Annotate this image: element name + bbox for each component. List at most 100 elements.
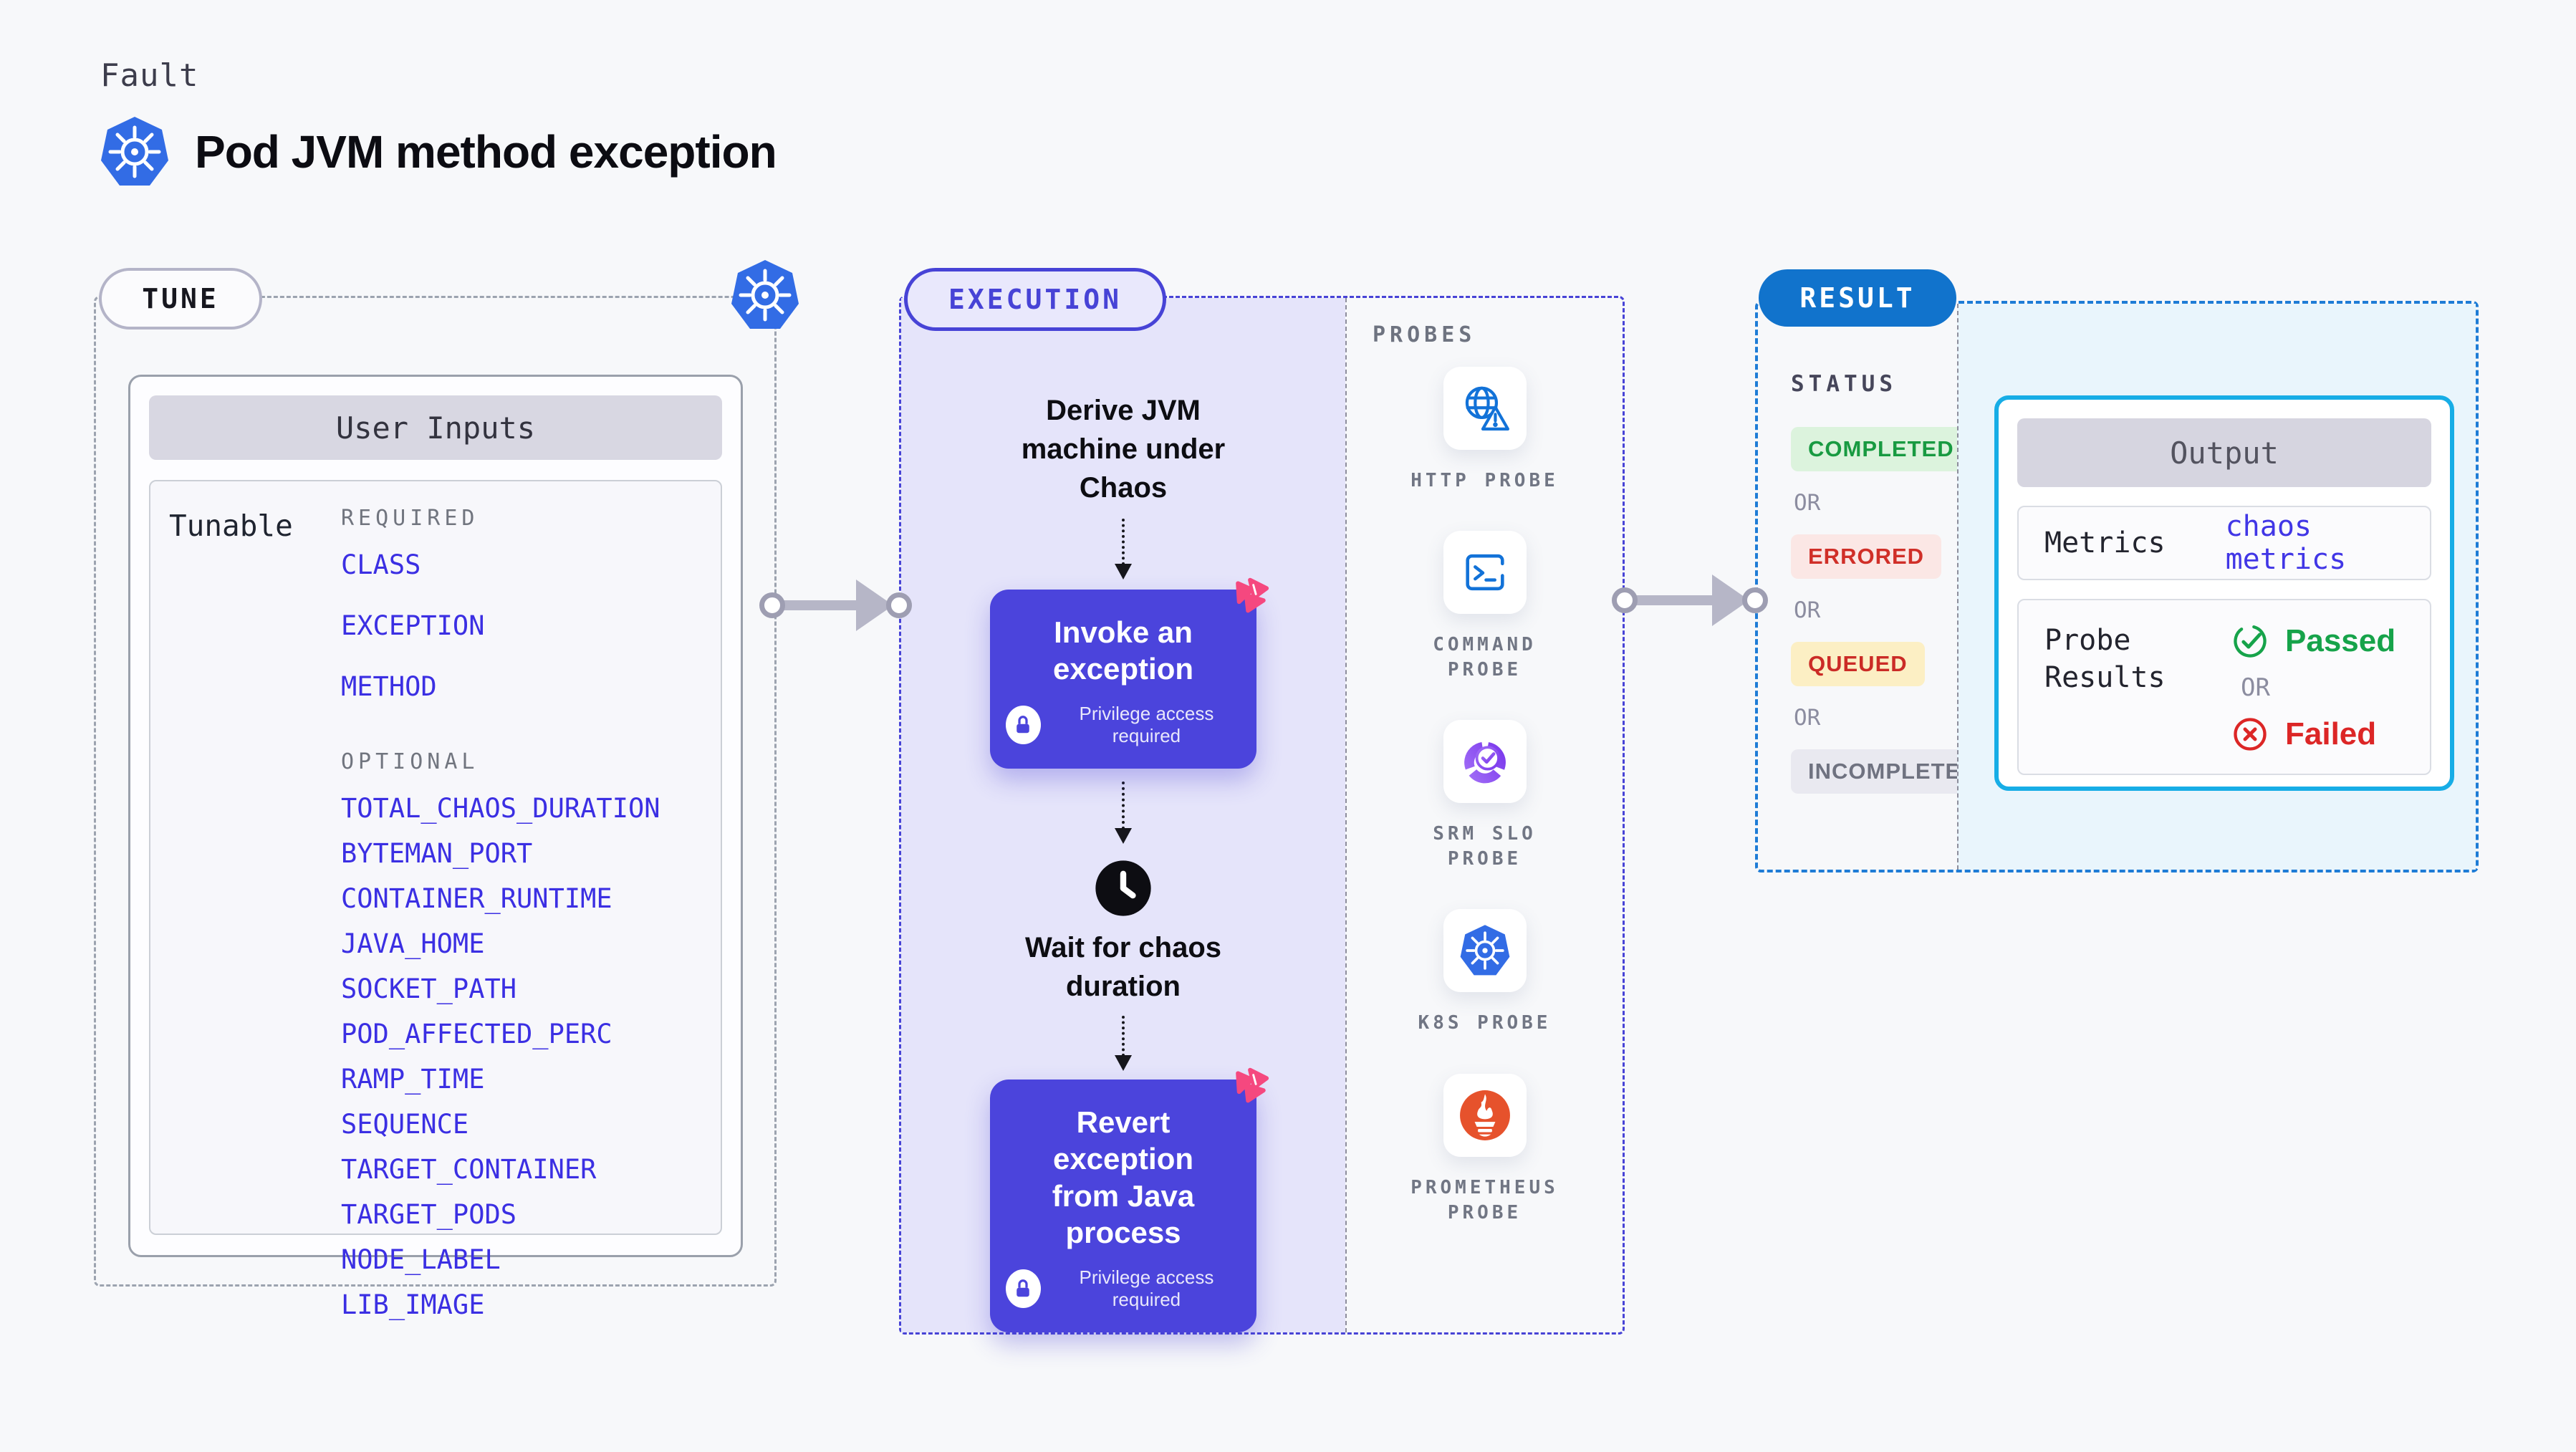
dotted-connector xyxy=(1122,1015,1125,1057)
lock-icon xyxy=(1006,1269,1041,1308)
probes-label: PROBES xyxy=(1373,322,1476,347)
tunable-item: RAMP_TIME xyxy=(341,1064,485,1095)
probes-column: PROBES HTTP PROBE xyxy=(1345,298,1623,1332)
tunable-item: CONTAINER_RUNTIME xyxy=(341,883,612,914)
tunable-item: BYTEMAN_PORT xyxy=(341,838,533,869)
status-badge-queued: QUEUED xyxy=(1791,642,1925,686)
probe-label: SRM SLO PROBE xyxy=(1433,823,1537,870)
probe-item: SRM SLO PROBE xyxy=(1392,720,1578,872)
globe-alert-icon xyxy=(1443,367,1527,450)
dotted-arrow-head xyxy=(1115,1055,1132,1072)
wait-step-text: Wait for chaos duration xyxy=(1024,931,1222,1002)
litmus-chaos-icon xyxy=(1236,1067,1269,1103)
derive-step-text: Derive JVM machine under Chaos xyxy=(1021,395,1226,504)
or-separator: OR xyxy=(2241,673,2270,702)
probe-item: PROMETHEUS PROBE xyxy=(1392,1073,1578,1226)
tunable-item: JAVA_HOME xyxy=(341,928,485,959)
or-separator: OR xyxy=(1794,490,1821,516)
failed-text: Failed xyxy=(2285,716,2377,751)
connector-port xyxy=(759,592,785,618)
probe-item: HTTP PROBE xyxy=(1392,367,1578,494)
tune-badge: TUNE xyxy=(99,268,262,330)
prometheus-flame-icon xyxy=(1443,1073,1527,1157)
tunable-item: NODE_LABEL xyxy=(341,1244,501,1275)
check-circle-icon xyxy=(2234,625,2267,658)
invoke-exception-title: Invoke an exception xyxy=(1052,615,1194,686)
tunable-item: TOTAL_CHAOS_DURATION xyxy=(341,793,660,824)
probe-results-row: Probe Results Passed OR xyxy=(2017,599,2431,775)
or-separator: OR xyxy=(1794,705,1821,731)
execution-badge: EXECUTION xyxy=(904,268,1166,331)
failed-line: Failed xyxy=(2231,715,2395,754)
kubernetes-icon xyxy=(731,260,799,329)
status-badge-wrap: COMPLETED xyxy=(1791,427,1971,471)
fault-eyebrow: Fault xyxy=(100,57,199,94)
execution-section-box: Derive JVM machine under Chaos Invoke an… xyxy=(899,296,1625,1335)
privilege-note-text: Privilege access required xyxy=(1079,703,1214,747)
probe-item: COMMAND PROBE xyxy=(1392,531,1578,683)
tunable-item: CLASS xyxy=(341,549,421,580)
metrics-value: chaos metrics xyxy=(2225,510,2347,576)
passed-line: Passed xyxy=(2231,622,2395,660)
user-inputs-body: Tunable REQUIRED CLASS EXCEPTION METHOD … xyxy=(149,480,722,1320)
kubernetes-icon xyxy=(1443,909,1527,993)
status-badge-completed: COMPLETED xyxy=(1791,427,1971,471)
probe-results-values: Passed OR Failed xyxy=(2231,622,2395,752)
arrow-line xyxy=(1636,595,1714,605)
x-circle-icon xyxy=(2234,718,2267,751)
output-header: Output xyxy=(2017,418,2431,487)
passed-text: Passed xyxy=(2285,623,2396,658)
revert-exception-title: Revert exception from Java process xyxy=(1052,1105,1195,1249)
optional-group-label: OPTIONAL xyxy=(341,749,479,774)
tunable-item: TARGET_CONTAINER xyxy=(341,1154,597,1185)
tunable-label: Tunable xyxy=(169,509,293,543)
clock-icon xyxy=(1093,858,1153,918)
tunable-item: SOCKET_PATH xyxy=(341,973,517,1004)
required-group-label: REQUIRED xyxy=(341,506,479,531)
title-row: Pod JVM method exception xyxy=(99,115,777,189)
user-inputs-header: User Inputs xyxy=(149,395,722,460)
connector-port xyxy=(1742,587,1768,613)
status-label: STATUS xyxy=(1791,371,1897,397)
lock-icon xyxy=(1006,706,1041,745)
dotted-arrow-head xyxy=(1115,563,1132,580)
tunable-item: POD_AFFECTED_PERC xyxy=(341,1019,612,1049)
metrics-label: Metrics xyxy=(2044,527,2166,559)
dotted-connector xyxy=(1122,519,1125,565)
privilege-note-text: Privilege access required xyxy=(1079,1266,1214,1310)
arrow-line xyxy=(784,600,857,610)
invoke-exception-node: Invoke an exception Privilege access req… xyxy=(990,577,1269,769)
probe-item: K8S PROBE xyxy=(1392,909,1578,1036)
privilege-note: Privilege access required xyxy=(1006,1266,1241,1311)
status-badge-errored: ERRORED xyxy=(1791,534,1942,579)
result-badge: RESULT xyxy=(1759,269,1956,327)
probe-label: PROMETHEUS PROBE xyxy=(1410,1176,1559,1223)
slo-donut-check-icon xyxy=(1443,720,1527,804)
or-separator: OR xyxy=(1794,597,1821,623)
dotted-arrow-head xyxy=(1115,827,1132,844)
execution-flow-column: Derive JVM machine under Chaos Invoke an… xyxy=(901,298,1345,1332)
connector-port xyxy=(1612,587,1638,613)
user-inputs-card: User Inputs Tunable REQUIRED CLASS EXCEP… xyxy=(128,375,743,1320)
tunable-item: EXCEPTION xyxy=(341,610,485,641)
output-card: Output Metrics chaos metrics Probe Resul… xyxy=(1994,395,2454,791)
tune-section-box xyxy=(94,296,777,1287)
tunable-item: METHOD xyxy=(341,671,437,702)
dotted-connector xyxy=(1122,782,1125,830)
probe-label: K8S PROBE xyxy=(1418,1012,1552,1034)
connector-port xyxy=(886,592,912,618)
status-column: STATUS COMPLETED OR ERRORED OR QUEUED OR… xyxy=(1758,304,1995,870)
page-title: Pod JVM method exception xyxy=(195,126,777,178)
tunable-item: SEQUENCE xyxy=(341,1109,469,1140)
probe-label: HTTP PROBE xyxy=(1410,470,1559,491)
tunable-item: TARGET_PODS xyxy=(341,1199,517,1230)
result-section-box: STATUS COMPLETED OR ERRORED OR QUEUED OR… xyxy=(1755,301,2479,872)
probe-label: COMMAND PROBE xyxy=(1433,634,1537,681)
litmus-chaos-icon xyxy=(1236,577,1269,613)
tunables-list: REQUIRED CLASS EXCEPTION METHOD OPTIONAL… xyxy=(341,506,660,1320)
privilege-note: Privilege access required xyxy=(1006,703,1241,747)
revert-exception-node: Revert exception from Java process Privi… xyxy=(990,1067,1269,1332)
tunable-item: LIB_IMAGE xyxy=(341,1289,485,1320)
kubernetes-icon xyxy=(101,117,168,186)
